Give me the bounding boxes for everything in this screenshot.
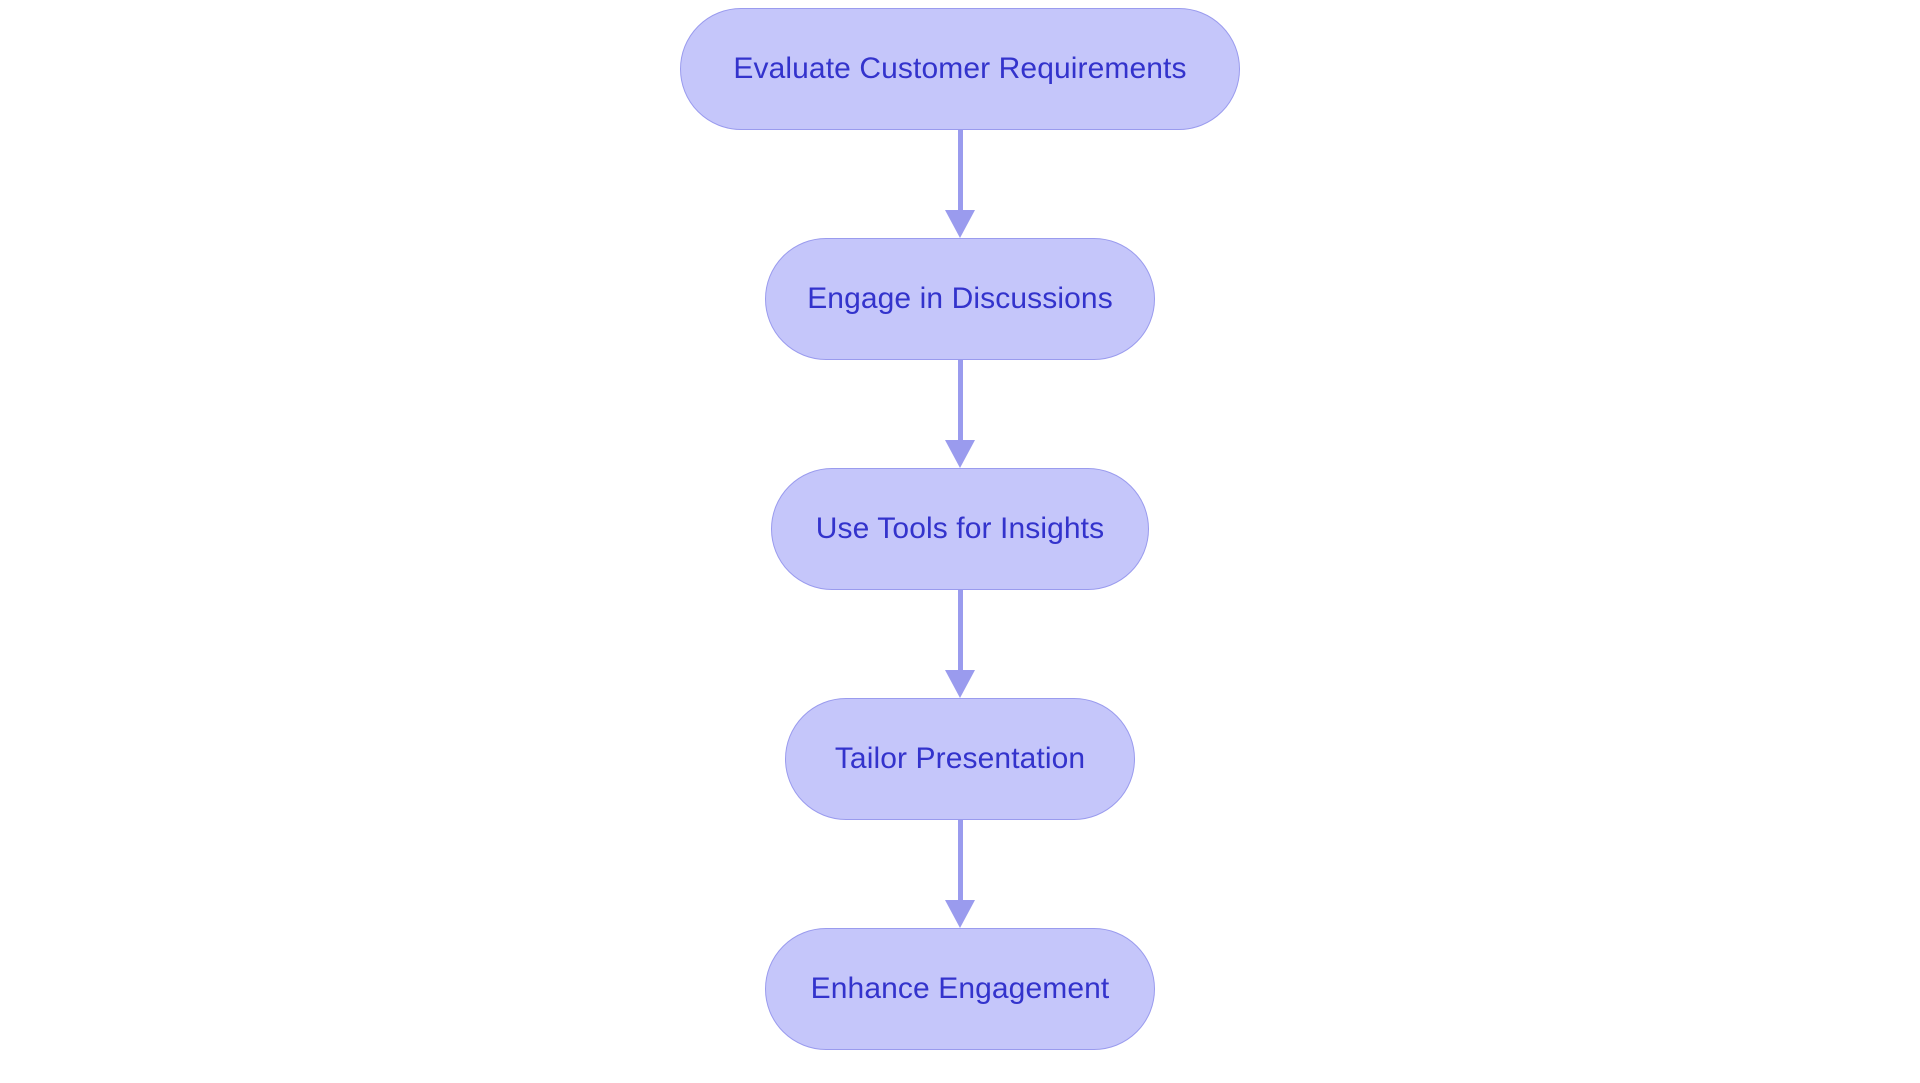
flowchart-node-step-1[interactable]: Evaluate Customer Requirements: [680, 8, 1240, 130]
arrow-down-icon: [945, 210, 975, 238]
arrow-line: [957, 820, 963, 900]
flowchart-node-label: Evaluate Customer Requirements: [733, 52, 1187, 85]
arrow-down-icon: [945, 900, 975, 928]
arrow-line: [957, 130, 963, 210]
flowchart-node-step-3[interactable]: Use Tools for Insights: [771, 468, 1149, 590]
arrow-down-icon: [945, 670, 975, 698]
flowchart-node-label: Enhance Engagement: [810, 972, 1110, 1005]
flowchart-arrow-step-3-to-step-4: [940, 590, 980, 698]
flowchart-node-step-4[interactable]: Tailor Presentation: [785, 698, 1135, 820]
arrow-line: [957, 360, 963, 440]
flowchart-node-label: Tailor Presentation: [834, 742, 1086, 775]
arrow-line: [957, 590, 963, 670]
arrow-down-icon: [945, 440, 975, 468]
flowchart-node-label: Engage in Discussions: [807, 282, 1113, 315]
flowchart-node-label: Use Tools for Insights: [815, 512, 1105, 545]
flowchart-arrow-step-1-to-step-2: [940, 130, 980, 238]
flowchart-node-step-5[interactable]: Enhance Engagement: [765, 928, 1155, 1050]
flowchart-node-step-2[interactable]: Engage in Discussions: [765, 238, 1155, 360]
top-spacer: [960, 0, 961, 8]
flowchart-arrow-step-2-to-step-3: [940, 360, 980, 468]
flowchart-arrow-step-4-to-step-5: [940, 820, 980, 928]
